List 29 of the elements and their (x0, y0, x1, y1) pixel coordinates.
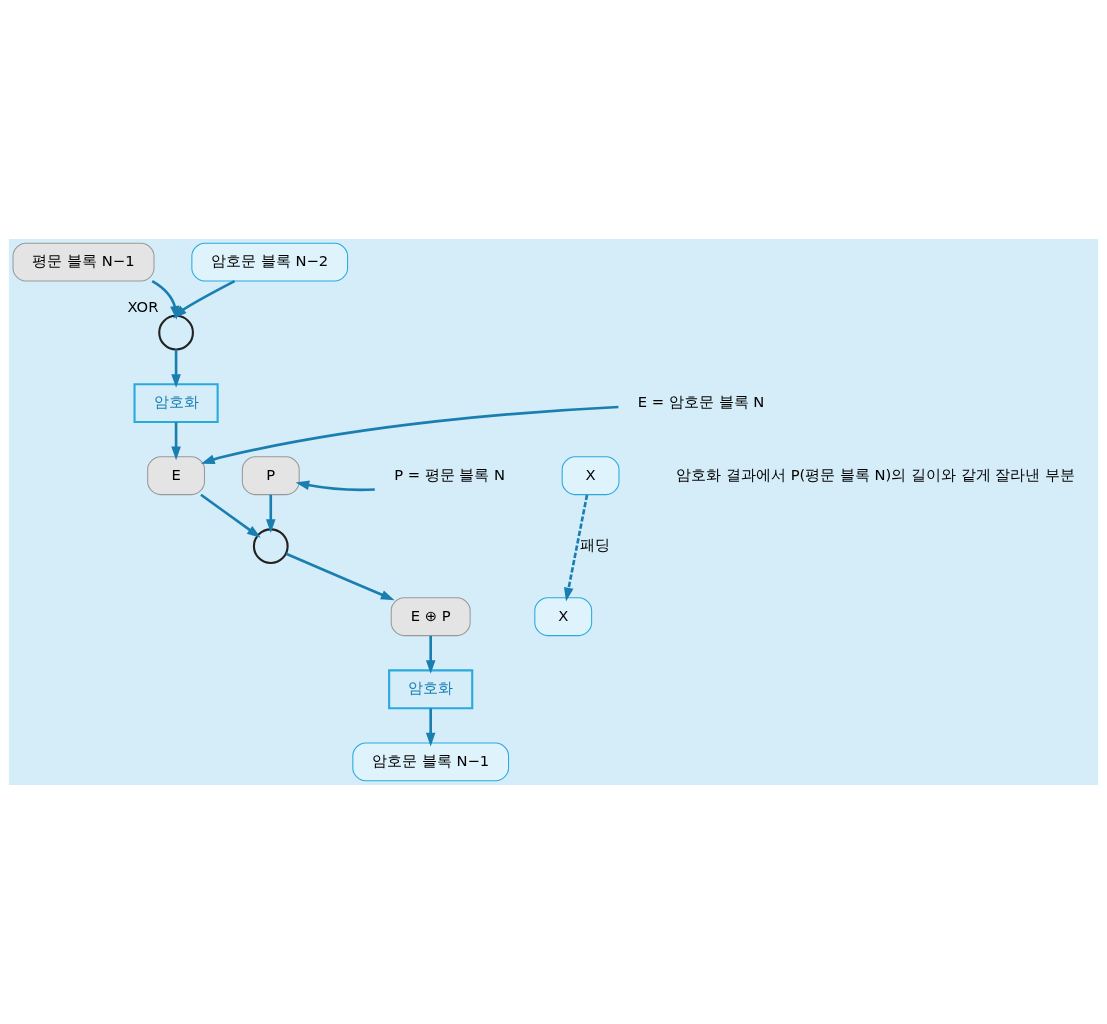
node-box: E (147, 456, 205, 496)
arrow (173, 279, 236, 319)
arrow (151, 280, 180, 320)
label: 암호화 결과에서 P(평문 블록 N)의 길이와 같게 잘라낸 부분 (676, 465, 1076, 483)
node-box: 암호문 블록 N−1 (352, 742, 510, 782)
arrow (201, 405, 619, 464)
arrow (171, 349, 181, 388)
node-box: X (561, 456, 620, 496)
arrow (564, 494, 589, 602)
arrow (425, 635, 436, 674)
node-box: 암호화 (388, 669, 474, 710)
node-box: P (241, 456, 300, 496)
node-text: P = 평문 블록 N (394, 465, 506, 483)
node-label: XOR (127, 297, 159, 315)
arrow (425, 708, 436, 747)
node-box: E ⊕ P (390, 597, 471, 637)
node-text: E = 암호문 블록 N (637, 393, 765, 411)
arrow (265, 494, 276, 533)
node-box: 암호화 (133, 383, 219, 424)
arrow (295, 480, 375, 492)
node-box: X (534, 597, 593, 637)
arrow (285, 552, 395, 601)
edge-label: 패딩 (580, 536, 611, 554)
arrow (171, 422, 181, 461)
node-box: 평문 블록 N−1 (12, 242, 155, 282)
arrow (200, 493, 261, 538)
node-circle (252, 528, 289, 565)
node-circle (158, 314, 194, 351)
node-box: 암호문 블록 N−2 (191, 242, 349, 282)
